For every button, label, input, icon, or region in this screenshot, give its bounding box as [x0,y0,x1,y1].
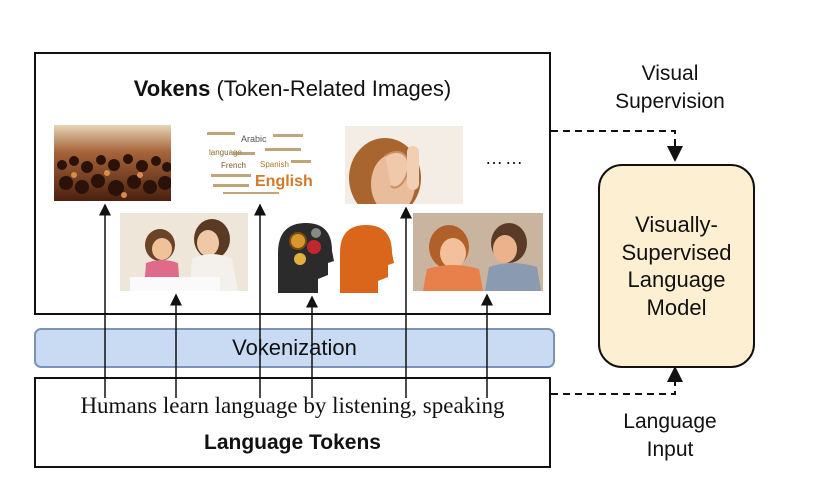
language-input-dashed-arrow [551,366,683,395]
svg-text:Arabic: Arabic [241,134,267,144]
crowd-image [54,125,171,201]
svg-text:French: French [221,161,246,170]
speaking-children-image [413,213,543,291]
word-cloud-image: Arabic language French Spanish English [203,122,318,200]
vokenization-bar: Vokenization [34,328,555,368]
language-input-label: Language Input [623,410,717,462]
listening-ear-image [345,126,463,204]
vokens-title: Vokens (Token-Related Images) [133,76,452,101]
token-sentence: Humans learn language by listening, spea… [80,393,505,418]
learning-child-image [120,213,248,291]
language-tokens-label: Language Tokens [204,431,381,454]
brain-heads-image [270,213,396,293]
visual-supervision-dashed-arrow [551,130,683,162]
language-tokens-box [34,377,551,468]
vokenization-label: Vokenization [232,335,357,360]
more-images-ellipsis: …… [485,148,525,168]
svg-text:English: English [255,173,313,190]
svg-text:language: language [209,148,242,157]
visually-supervised-model-box: Visually-Supervised Language Model [598,164,755,368]
model-label: Visually-Supervised Language Model [621,212,732,320]
visual-supervision-label: Visual Supervision [615,62,725,114]
svg-text:Spanish: Spanish [260,160,289,169]
